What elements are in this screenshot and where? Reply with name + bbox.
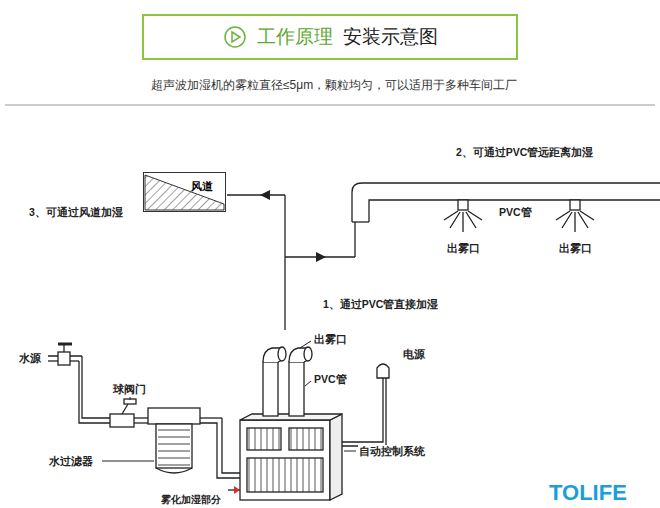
method-label: 3、可通过风道加湿 <box>28 206 124 219</box>
outlet-label: 出雾口 <box>313 333 348 346</box>
control-label: 自动控制系统 <box>358 445 426 458</box>
method-label: 1、通过PVC管直接加湿 <box>322 298 439 311</box>
duct-label: 风道 <box>191 179 213 194</box>
part-label: 雾化加湿部分 <box>160 494 222 506</box>
play-icon <box>223 25 247 49</box>
header-subtitle: 安装示意图 <box>343 24 438 50</box>
subtitle: 超声波加湿机的雾粒直径≤5μm，颗粒均匀，可以适用于多种车间工厂 <box>150 78 518 92</box>
method-label: 2、可通过PVC管远距离加湿 <box>455 146 594 159</box>
header-box: 工作原理安装示意图 <box>142 14 518 60</box>
header-title: 工作原理 <box>257 24 333 50</box>
outlet-label: 出雾口 <box>558 242 593 255</box>
pipe-label: PVC管 <box>498 206 533 219</box>
outlet-label: 出雾口 <box>446 242 481 255</box>
brand-logo: TOLIFE <box>548 480 628 506</box>
water-source-label: 水源 <box>18 352 42 365</box>
pipe-label: PVC管 <box>313 373 348 386</box>
power-label: 电源 <box>402 348 426 361</box>
air-duct-box: 风道 <box>143 172 226 212</box>
filter-label: 水过滤器 <box>48 455 94 468</box>
ball-valve-label: 球阀门 <box>112 383 147 396</box>
